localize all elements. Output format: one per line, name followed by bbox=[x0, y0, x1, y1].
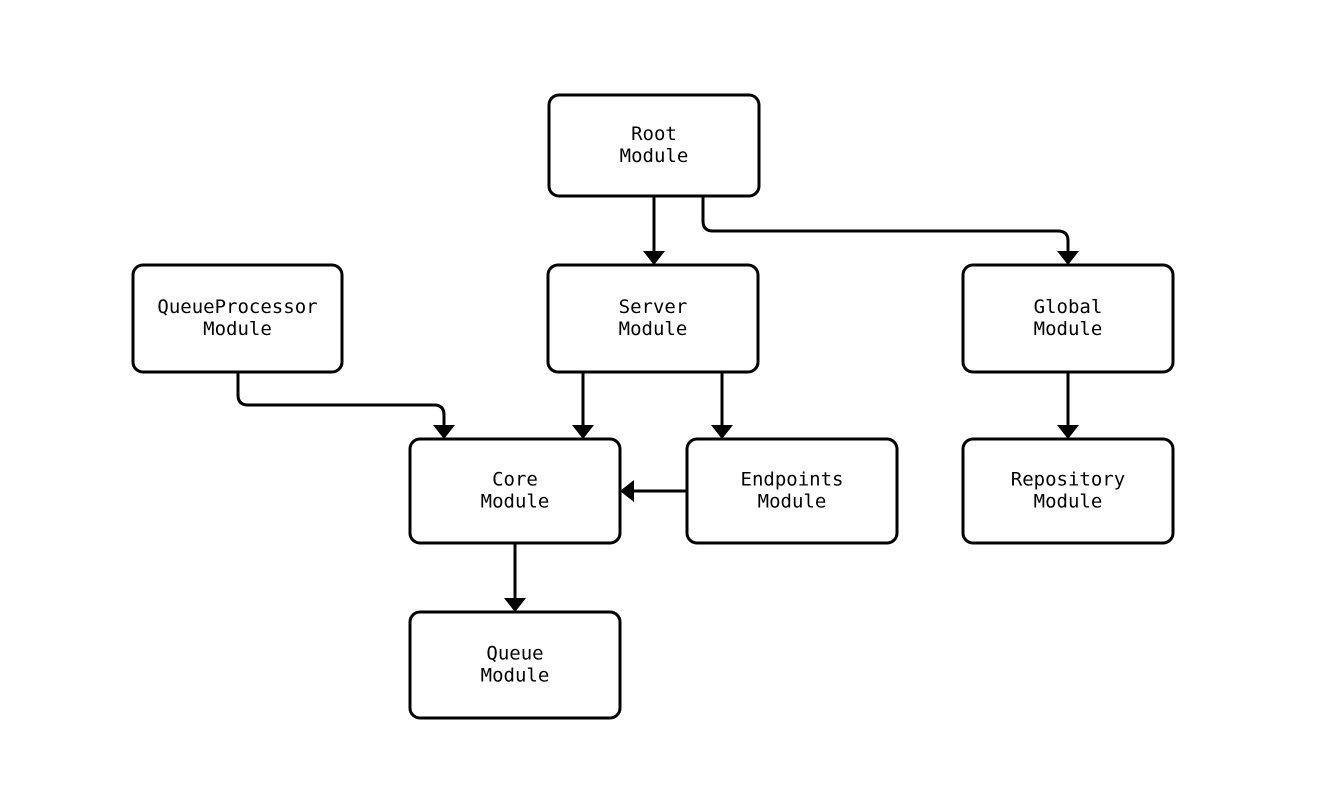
node-box-queueprocessor[interactable] bbox=[131, 263, 344, 374]
node-label-server-line1: Server bbox=[619, 296, 688, 318]
node-label-global-line2: Module bbox=[1034, 318, 1103, 340]
node-label-queue-line2: Module bbox=[481, 665, 550, 687]
edge-root-to-global bbox=[701, 196, 1079, 265]
arrowhead-icon bbox=[711, 425, 733, 439]
edge-queueprocessor-to-core bbox=[236, 372, 455, 439]
node-box-endpoints[interactable] bbox=[685, 437, 899, 545]
arrowhead-icon bbox=[504, 598, 526, 612]
node-label-endpoints-line1: Endpoints bbox=[741, 469, 844, 491]
edge-line bbox=[236, 372, 446, 425]
edge-core-to-queue bbox=[504, 543, 526, 612]
node-box-global[interactable] bbox=[961, 263, 1175, 374]
edge-endpoints-to-core bbox=[620, 480, 687, 502]
node-label-core-line1: Core bbox=[492, 469, 538, 491]
arrowhead-icon bbox=[620, 480, 634, 502]
arrowhead-icon bbox=[433, 425, 455, 439]
node-label-server-line2: Module bbox=[619, 318, 688, 340]
node-label-queue-line1: Queue bbox=[486, 643, 543, 665]
node-box-root[interactable] bbox=[547, 93, 761, 198]
edge-global-to-repository bbox=[1057, 372, 1079, 439]
arrowhead-icon bbox=[1057, 251, 1079, 265]
edges-layer bbox=[236, 196, 1079, 612]
nodes-layer: RootModuleQueueProcessorModuleServerModu… bbox=[131, 93, 1175, 720]
node-box-core[interactable] bbox=[408, 437, 622, 545]
node-box-repository[interactable] bbox=[961, 437, 1175, 545]
arrowhead-icon bbox=[1057, 425, 1079, 439]
arrowhead-icon bbox=[572, 425, 594, 439]
node-label-queueprocessor-line2: Module bbox=[203, 318, 272, 340]
node-box-server[interactable] bbox=[546, 263, 760, 374]
node-box-queue[interactable] bbox=[408, 610, 622, 720]
node-label-root-line1: Root bbox=[631, 123, 677, 145]
edge-server-to-core bbox=[572, 372, 594, 439]
node-label-core-line2: Module bbox=[481, 491, 550, 513]
node-label-endpoints-line2: Module bbox=[758, 491, 827, 513]
edge-root-to-server bbox=[643, 196, 665, 265]
arrowhead-icon bbox=[643, 251, 665, 265]
node-label-repository-line1: Repository bbox=[1011, 469, 1125, 491]
node-label-root-line2: Module bbox=[620, 145, 689, 167]
node-label-global-line1: Global bbox=[1034, 296, 1103, 318]
node-label-repository-line2: Module bbox=[1034, 491, 1103, 513]
edge-line bbox=[701, 196, 1070, 251]
edge-server-to-endpoints bbox=[711, 372, 733, 439]
node-label-queueprocessor-line1: QueueProcessor bbox=[157, 296, 317, 318]
